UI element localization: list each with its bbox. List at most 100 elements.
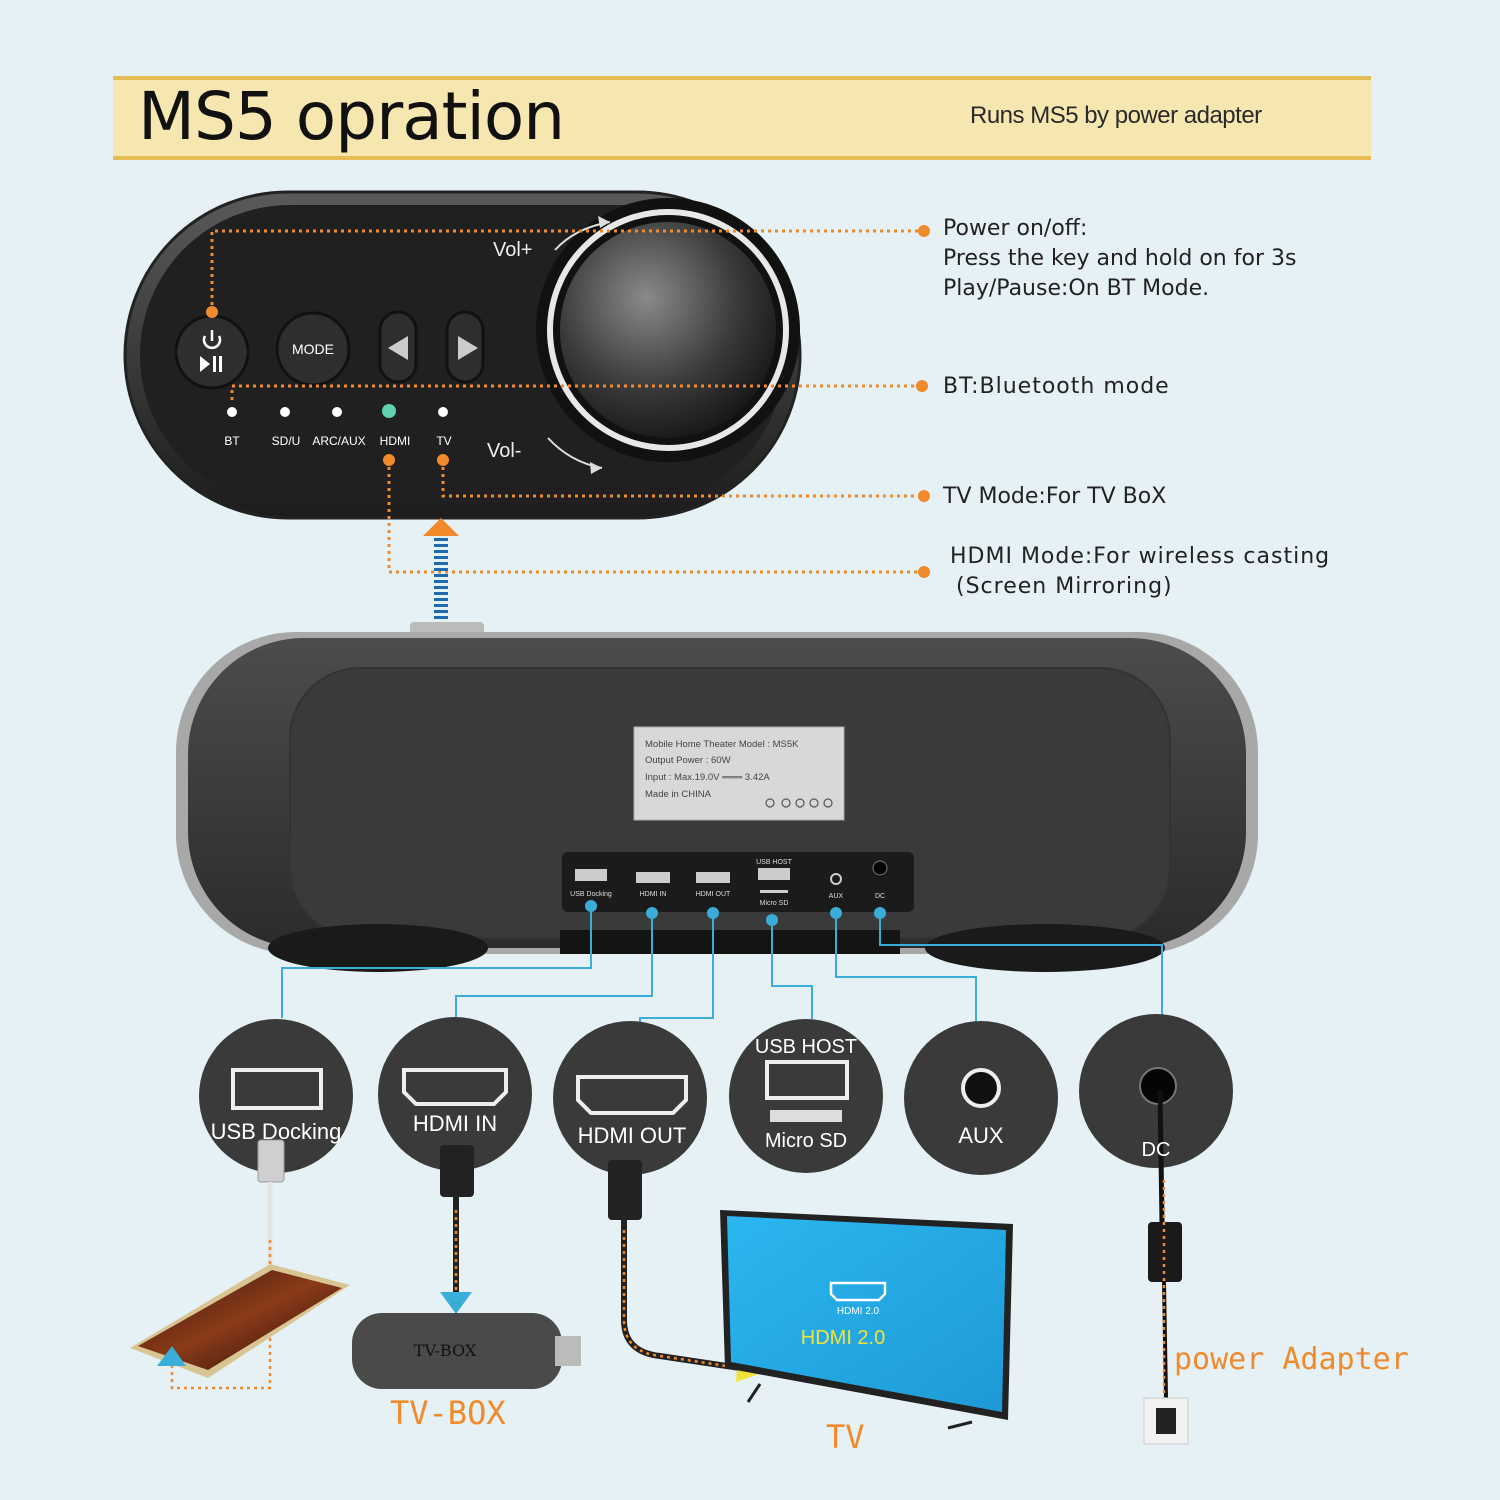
port-label-usb-docking: USB Docking: [210, 1119, 342, 1144]
led-bt: [227, 407, 237, 417]
dock-arrow: [423, 518, 459, 622]
usb-host-icon: [765, 1060, 849, 1100]
speaker-rear: Mobile Home Theater Model : MS5K Output …: [176, 622, 1258, 972]
dock-arrowhead-icon: [423, 518, 459, 536]
rear-dc-port: [872, 860, 888, 876]
volume-knob[interactable]: [560, 222, 776, 438]
note-power-line1: Power on/off:: [943, 216, 1088, 241]
label-plate-line4: Made in CHINA: [645, 789, 712, 800]
tv-screen-small-text: HDMI 2.0: [837, 1306, 880, 1317]
port-label-aux: AUX: [958, 1123, 1004, 1148]
phone: [130, 1264, 350, 1378]
port-label-usb-host: USB HOST: [754, 1036, 858, 1058]
label-plate: [633, 726, 845, 821]
tv-screen: [727, 1216, 1006, 1412]
tv: HDMI 2.0 HDMI 2.0: [720, 1210, 1013, 1430]
power-play-button[interactable]: [174, 314, 250, 390]
callout-tv-line: [441, 460, 922, 498]
rear-usb-docking-port: [575, 869, 607, 881]
hdmi-in-circle: [378, 1017, 532, 1171]
note-bt: BT:Bluetooth mode: [943, 374, 1170, 399]
port-connector-dots: [585, 900, 886, 926]
vol-up-label: Vol+: [493, 239, 532, 261]
tv-box-print: TV-BOX: [414, 1341, 477, 1360]
port-label-dc: DC: [1141, 1139, 1171, 1161]
rear-micro-sd-label: Micro SD: [760, 900, 789, 907]
rear-hdmi-out-port: [696, 872, 730, 883]
tv-box: TV-BOX: [352, 1313, 581, 1389]
led-tv: [438, 407, 448, 417]
tv-box-label: TV-BOX: [390, 1394, 506, 1432]
rear-aux-label: AUX: [829, 893, 844, 900]
remote-panel: MODE Vol+ Vol- BT SD/U ARC/AUX HDMI TV: [123, 190, 802, 520]
led-arc-aux: [332, 407, 342, 417]
certification-icons: [765, 798, 833, 808]
next-icon: [458, 336, 478, 360]
callout-lines: [210, 229, 922, 574]
port-strip: [562, 852, 914, 912]
tv-box-hdmi-plug-icon: [555, 1336, 581, 1366]
play-pause-icon: [200, 356, 222, 372]
usb-docking-circle: [199, 1019, 353, 1173]
port-connector-lines: [281, 906, 1163, 1043]
power-icon: [202, 330, 222, 350]
tv-label: TV: [826, 1418, 865, 1456]
hdmi-in-plug-icon: [440, 1145, 474, 1197]
rear-hdmi-in-label: HDMI IN: [640, 891, 667, 898]
hdmi-out-plug-icon: [608, 1160, 642, 1220]
tv-screen-big-text: HDMI 2.0: [801, 1327, 885, 1349]
note-hdmi-line2: (Screen Mirroring): [956, 574, 1173, 599]
mode-label: MODE: [292, 341, 334, 357]
speaker-foot-left: [268, 924, 488, 972]
badge-text: Runs MS5 by power adapter: [970, 102, 1262, 129]
note-power-line3: Play/Pause:On BT Mode.: [943, 276, 1210, 301]
page-title: MS5 opration: [138, 78, 565, 155]
callout-bt-line: [230, 384, 920, 400]
phone-screen: [138, 1270, 342, 1370]
indicator-sdu-label: SD/U: [272, 434, 301, 448]
indicator-bt-label: BT: [224, 434, 240, 448]
label-plate-line1: Mobile Home Theater Model : MS5K: [645, 739, 799, 750]
vol-down-label: Vol-: [487, 440, 521, 462]
led-sdu: [280, 407, 290, 417]
power-adapter-label: power Adapter: [1174, 1342, 1409, 1377]
speaker-vent: [560, 930, 900, 954]
label-plate-line3: Input : Max.19.0V ═══ 3.42A: [645, 772, 770, 783]
vol-down-arrowhead-icon: [590, 462, 602, 474]
title-bar: [113, 76, 1371, 160]
tv-hdmi-icon: [829, 1281, 887, 1302]
speaker-foot-right: [925, 924, 1165, 972]
port-label-micro-sd: Micro SD: [764, 1130, 848, 1152]
indicator-arc-aux-label: ARC/AUX: [312, 434, 365, 448]
prev-icon: [388, 336, 408, 360]
vol-up-arrowhead-icon: [598, 216, 610, 228]
rear-dc-label: DC: [875, 893, 885, 900]
rear-aux-port: [830, 873, 842, 885]
note-hdmi-line1: HDMI Mode:For wireless casting: [950, 544, 1331, 569]
rear-hdmi-out-label: HDMI OUT: [696, 891, 731, 898]
rear-micro-sd-slot: [760, 890, 788, 893]
mode-button[interactable]: [275, 311, 351, 387]
usb-plug-icon: [257, 1139, 285, 1183]
micro-sd-icon: [770, 1110, 842, 1122]
hdmi-out-circle: [553, 1021, 707, 1175]
hdmi-out-icon: [576, 1075, 688, 1115]
cables: [170, 1089, 1189, 1445]
callout-power-line: [210, 229, 922, 312]
indicator-hdmi-label: HDMI: [380, 434, 411, 448]
aux-icon: [961, 1068, 1001, 1108]
volume-knob-glow: [547, 209, 789, 451]
indicator-tv-label: TV: [436, 434, 451, 448]
port-label-hdmi-out: HDMI OUT: [577, 1123, 687, 1148]
port-circles: [199, 1014, 1233, 1175]
rear-hdmi-in-port: [636, 872, 670, 883]
rear-usb-docking-label: USB Docking: [570, 891, 612, 898]
port-label-hdmi-in: HDMI IN: [412, 1111, 498, 1136]
tv-stand-left: [746, 1383, 762, 1403]
usb-docking-icon: [231, 1068, 323, 1110]
note-power-line2: Press the key and hold on for 3s: [943, 246, 1297, 271]
tv-box-body: [352, 1313, 562, 1389]
tvbox-arrowhead-icon: [440, 1292, 472, 1314]
phone-arrowhead-icon: [157, 1346, 186, 1366]
